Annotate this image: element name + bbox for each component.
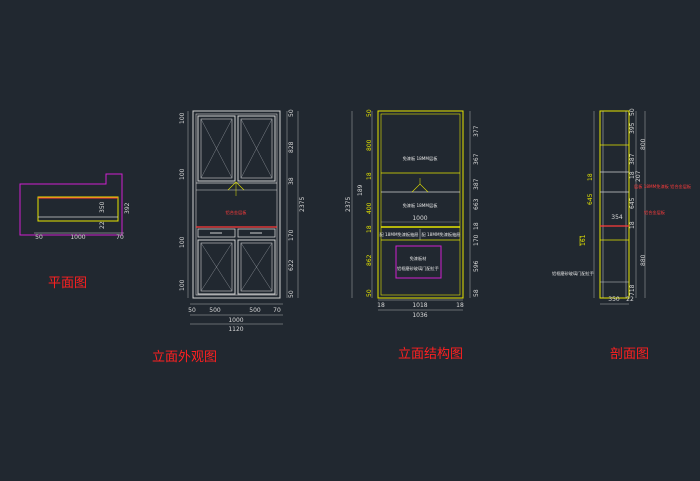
section-left-dim-2: 645 xyxy=(587,193,594,205)
elevation-bottom-dim-4: 70 xyxy=(273,307,281,314)
elevation-drawer-left xyxy=(197,228,236,238)
structure-left-dim-4: 400 xyxy=(366,202,373,214)
structure-right-dim-2: 367 xyxy=(473,153,480,165)
plan-view: 1000 50 70 350 392 22 xyxy=(19,173,131,241)
elevation-right-dim-2: 828 xyxy=(288,141,295,153)
section-right-dim-10: 718 xyxy=(629,284,636,296)
plan-dim-side: 392 xyxy=(124,202,131,214)
structure-lower-cabinet-box xyxy=(395,245,442,279)
structure-cabinet-note-1: 免漆板材 xyxy=(410,255,427,262)
structure-drawer-right: 配 18MM免漆板抽屉 xyxy=(421,231,460,238)
structure-left-dim-2: 800 xyxy=(366,139,373,151)
structure-note-upper: 免漆板 18MM层板 xyxy=(403,155,439,162)
structure-right-dim-7: 596 xyxy=(473,260,480,272)
title-plan: 平面图 xyxy=(48,276,87,291)
elevation-red-label: 铝合金层板 xyxy=(226,209,248,216)
structure-cabinet-note-2: 铝框磨砂玻璃门配拉手 xyxy=(397,265,439,272)
structure-bottom-dim-3: 18 xyxy=(456,302,464,309)
structure-right-dim-1: 377 xyxy=(473,125,480,137)
elevation-drawer-right xyxy=(237,228,276,238)
elevation-frame-inner xyxy=(195,113,278,296)
structure-left-dim-7: 50 xyxy=(366,289,373,297)
structure-right-dim-3: 387 xyxy=(473,178,480,190)
title-structure: 立面结构图 xyxy=(398,347,463,362)
structure-left-dim-1: 50 xyxy=(366,109,373,117)
elevation-view: 铝合金层板 100 100 100 100 50 828 38 170 622 … xyxy=(179,109,306,333)
section-left-dim-1: 18 xyxy=(587,173,594,181)
structure-right-dim-4: 663 xyxy=(473,198,480,210)
section-mid-dim: 354 xyxy=(611,214,623,221)
section-right-dim-2: 395 xyxy=(629,122,636,134)
plan-wall-outline xyxy=(19,173,123,236)
plan-dim-right: 70 xyxy=(116,234,124,241)
elevation-right-dim-3: 38 xyxy=(288,177,295,185)
title-section: 剖面图 xyxy=(610,347,649,362)
elevation-lower-left-door xyxy=(197,239,236,295)
section-right-dim-5: 18 xyxy=(629,171,636,179)
elevation-bottom-dim-2: 500 xyxy=(209,307,221,314)
elevation-left-dim-3: 100 xyxy=(179,236,186,248)
section-view: 18 645 161 50 395 800 387 18 207 645 18 … xyxy=(552,108,692,305)
structure-frame-outer xyxy=(377,110,464,299)
section-right-dim-9: 880 xyxy=(640,254,647,266)
section-right-dim-7: 645 xyxy=(629,197,636,209)
section-right-dim-6: 207 xyxy=(635,170,642,182)
structure-left-dim-6: 862 xyxy=(366,254,373,266)
section-red-note-2: 铝合金层板 xyxy=(644,209,666,216)
elevation-right-dim-5: 622 xyxy=(288,259,295,271)
title-elevation: 立面外观图 xyxy=(152,350,217,365)
elevation-right-dim-1: 50 xyxy=(288,109,295,117)
plan-dim-left: 50 xyxy=(35,234,43,241)
structure-frame-inner xyxy=(380,113,461,296)
section-left-dim-3: 161 xyxy=(580,234,587,246)
elevation-right-dim-6: 50 xyxy=(288,290,295,298)
elevation-bottom-width: 1000 xyxy=(228,317,243,324)
plan-dim-depth: 350 xyxy=(99,201,106,213)
section-bottom-dim-1: 350 xyxy=(608,296,620,303)
structure-overall-width: 1036 xyxy=(412,312,427,319)
section-right-dim-1: 50 xyxy=(629,108,636,116)
section-right-dim-4: 387 xyxy=(629,153,636,165)
section-right-dim-8: 18 xyxy=(629,221,636,229)
elevation-left-dim-1: 100 xyxy=(179,112,186,124)
section-note-bottom: 铝框磨砂玻璃门配拉手 xyxy=(552,270,594,277)
elevation-upper-right-door xyxy=(237,115,276,182)
structure-left-dim-3: 18 xyxy=(366,172,373,180)
elevation-right-dim-4: 170 xyxy=(288,229,295,241)
structure-left-side-2: 2375 xyxy=(345,197,352,212)
section-right-dim-3: 800 xyxy=(640,138,647,150)
plan-dim-width: 1000 xyxy=(70,234,85,241)
structure-left-side-1: 189 xyxy=(357,184,364,196)
elevation-left-dim-2: 100 xyxy=(179,168,186,180)
elevation-lower-right-door xyxy=(237,239,276,295)
structure-right-dim-5: 18 xyxy=(473,222,480,230)
structure-right-dim-6: 170 xyxy=(473,234,480,246)
structure-inner-width: 1000 xyxy=(412,215,427,222)
structure-note-mid: 免漆板 18MM层板 xyxy=(403,202,439,209)
elevation-upper-left-door xyxy=(197,115,236,182)
structure-view: 免漆板 18MM层板 免漆板 18MM层板 配 18MM免漆板抽屉 配 18MM… xyxy=(345,109,480,319)
structure-right-dim-8: 58 xyxy=(473,289,480,297)
elevation-bottom-dim-1: 50 xyxy=(188,307,196,314)
section-red-note-1: 层板 18MM免漆板 铝合金层板 xyxy=(634,183,692,190)
section-bottom-dim-2: 22 xyxy=(626,296,634,303)
section-outline xyxy=(599,110,630,299)
plan-cabinet-outline xyxy=(37,196,119,222)
elevation-left-dim-4: 100 xyxy=(179,279,186,291)
elevation-bottom-dim-3: 500 xyxy=(249,307,261,314)
structure-drawer-left: 配 18MM免漆板抽屉 xyxy=(379,231,418,238)
elevation-total-height: 2375 xyxy=(299,197,306,212)
structure-bottom-dim-1: 18 xyxy=(377,302,385,309)
structure-bottom-dim-2: 1018 xyxy=(412,302,427,309)
elevation-frame-outer xyxy=(192,110,281,299)
elevation-overall-width: 1120 xyxy=(228,326,243,333)
structure-left-dim-5: 18 xyxy=(366,225,373,233)
plan-dim-small: 22 xyxy=(99,221,106,229)
